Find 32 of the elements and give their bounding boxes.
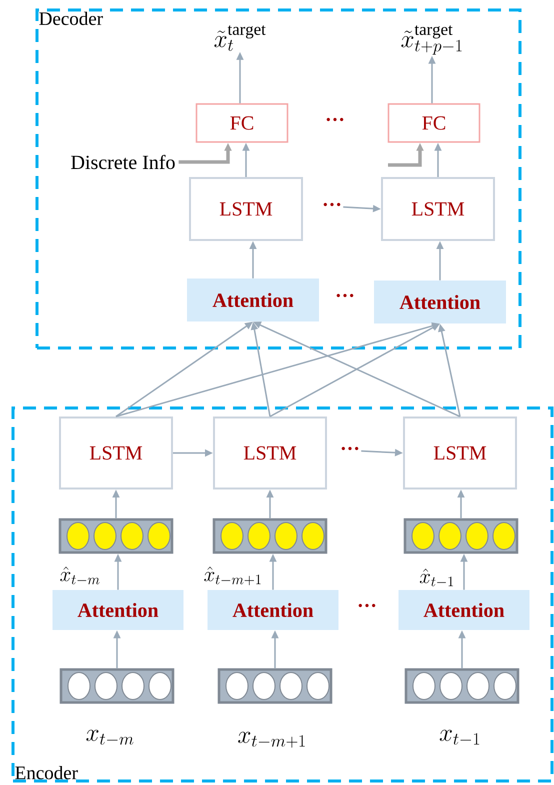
fc-box: FC [388, 103, 480, 143]
attention-box: Attention [52, 590, 184, 630]
vector-label: $\hat{x}_{t-m}$ [60, 566, 100, 584]
vector-label: $\hat{x}_{t-m+1}$ [204, 566, 261, 586]
vector-drawing [58, 518, 174, 554]
ellipsis: ··· [326, 118, 344, 122]
lstm-box: LSTM [403, 416, 517, 490]
attention-box: Attention [374, 280, 506, 324]
fc-box: FC [196, 103, 288, 143]
output-label: $\tilde{x}_{t+p-1}^{\mathrm{target}}$ [401, 25, 462, 55]
ellipsis: ··· [324, 202, 340, 206]
vector-label: $x_{t-1}$ [440, 730, 480, 745]
vector-drawing [404, 518, 518, 554]
vector-drawing [60, 668, 174, 704]
attention-box: Attention [398, 590, 530, 630]
ellipsis: ··· [342, 446, 358, 450]
input-label: Discrete Info [71, 154, 175, 170]
ellipsis: ··· [336, 294, 354, 298]
ellipsis: ··· [358, 604, 376, 608]
vector-drawing [404, 668, 520, 704]
vector-drawing [212, 518, 328, 554]
attention-box: Attention [208, 590, 338, 630]
attention-box: Attention [187, 278, 319, 322]
output-label: $\tilde{x}_t^{\mathrm{target}}$ [214, 25, 266, 51]
lstm-box: LSTM [189, 177, 303, 241]
vector-label: $x_{t-m}$ [86, 730, 134, 745]
vector-label: $x_{t-m+1}$ [238, 732, 305, 748]
lstm-box: LSTM [59, 416, 173, 490]
lstm-box: LSTM [213, 416, 327, 490]
vector-drawing [218, 668, 332, 704]
vector-label: $\hat{x}_{t-1}$ [420, 568, 454, 586]
lstm-box: LSTM [381, 177, 495, 241]
